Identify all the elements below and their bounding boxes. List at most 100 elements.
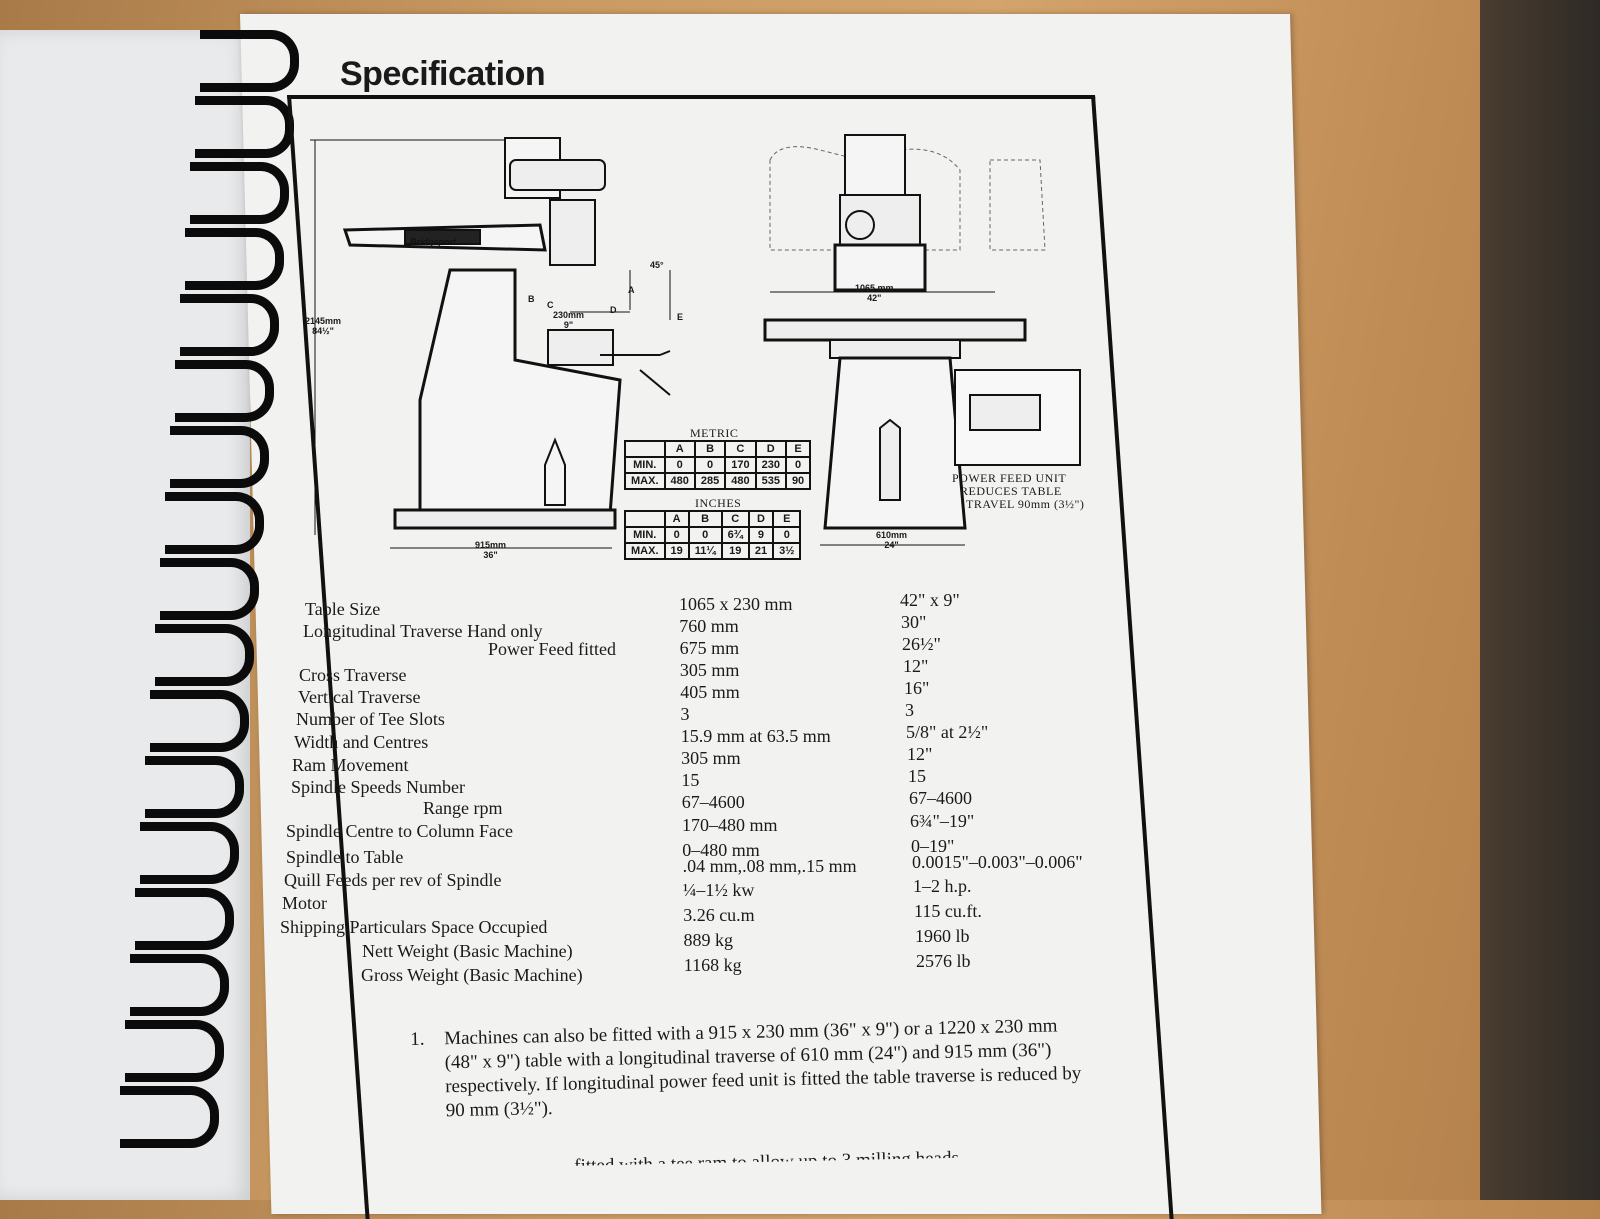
note-line: POWER FEED UNIT: [952, 471, 1067, 485]
binding-ring: [120, 1086, 219, 1148]
table-cell: 0: [784, 456, 812, 474]
table-cell: MIN.: [624, 456, 666, 474]
spec-metric-value: 67–4600: [681, 792, 745, 812]
spec-label: Width and Centres: [294, 731, 429, 752]
dim-letter-b: B: [528, 294, 535, 304]
spec-label: Longitudinal Traverse Hand only: [303, 620, 543, 641]
spec-imperial-value: 12": [903, 656, 929, 676]
table-cell: 19: [720, 542, 750, 560]
spec-metric-value: 15: [681, 770, 700, 790]
spec-metric-value: 760 mm: [679, 616, 739, 636]
spec-metric-value: 405 mm: [680, 682, 740, 702]
spec-label: Number of Tee Slots: [296, 709, 445, 729]
table-length-in-label: 42": [867, 293, 882, 303]
spec-imperial-value: 16": [904, 678, 930, 698]
spec-metric-value: 889 kg: [683, 930, 734, 950]
spec-metric-value: 1065 x 230 mm: [679, 594, 793, 614]
spec-imperial-value: 42" x 9": [900, 590, 960, 610]
table-cell: A: [663, 510, 690, 528]
table-cell: E: [784, 440, 812, 458]
front-view-drawing: [763, 134, 1081, 546]
table-cell: MIN.: [624, 526, 666, 544]
base-length-dimension: 915mm 36": [475, 540, 506, 560]
spec-label: Power Feed fitted: [488, 638, 616, 659]
table-cell: 0: [693, 456, 727, 474]
binding-ring: [160, 558, 259, 620]
spec-imperial-value: 6¾"–19": [910, 811, 975, 831]
spiral-binding: [60, 30, 299, 1200]
spec-metric-value: ¼–1½ kw: [682, 880, 755, 900]
spec-label: Gross Weight (Basic Machine): [361, 964, 583, 985]
angle-label: 45°: [650, 260, 664, 270]
spec-imperial-value: 1–2 h.p.: [913, 876, 972, 896]
spec-label: Range rpm: [423, 798, 503, 819]
binding-ring: [195, 96, 294, 158]
table-cell: A: [663, 440, 696, 458]
binding-ring: [180, 294, 279, 356]
table-cell: 480: [724, 472, 757, 490]
metric-table-caption: METRIC: [690, 426, 739, 440]
table-cell: D: [747, 510, 775, 528]
spec-imperial-value: 26½": [902, 634, 941, 654]
spec-metric-value: 305 mm: [679, 660, 740, 680]
spec-label: Table Size: [305, 599, 381, 619]
background-edge: [1480, 0, 1600, 1200]
table-cell: 230: [754, 456, 787, 474]
base-length-in-label: 36": [483, 550, 498, 560]
spec-label: Spindle Centre to Column Face: [286, 821, 513, 841]
spec-label: Vertical Traverse: [298, 687, 421, 708]
note-line: TRAVEL 90mm (3½"): [966, 497, 1085, 511]
ram-offset-mm-label: 230mm: [553, 310, 585, 320]
spec-imperial-value: 5/8" at 2½": [906, 722, 989, 742]
table-cell: 0: [663, 526, 690, 544]
binding-ring: [170, 426, 269, 488]
spec-label: Nett Weight (Basic Machine): [362, 941, 573, 961]
table-cell: E: [772, 510, 802, 528]
spec-metric-value: 305 mm: [681, 748, 741, 768]
table-row: MIN. 0 0 170 230 0: [624, 456, 812, 474]
machine-drawing: [310, 134, 1081, 549]
table-cell: 6¾: [720, 526, 750, 544]
spec-imperial-value: 12": [907, 744, 933, 764]
base-width-mm-label: 610mm: [876, 530, 908, 540]
dim-letter-e: E: [677, 312, 684, 322]
height-in-label: 84½": [312, 326, 334, 336]
spec-imperial-value: 0–19": [911, 836, 955, 856]
table-cell: 19: [663, 542, 690, 560]
binding-ring: [125, 1020, 224, 1082]
binding-ring: [165, 492, 264, 554]
height-dimension: 2145mm 84½": [305, 316, 341, 336]
spec-label: Ram Movement: [292, 754, 409, 775]
table-cell: 3½: [772, 542, 802, 560]
spec-imperial-value: 1960 lb: [915, 926, 970, 946]
base-length-mm-label: 915mm: [475, 540, 507, 550]
binding-ring: [145, 756, 244, 818]
table-cell: 0: [663, 456, 696, 474]
spec-metric-value: 15.9 mm at 63.5 mm: [680, 726, 831, 746]
spec-label: Motor: [282, 893, 327, 914]
table-cell: 0: [772, 526, 802, 544]
table-row: MAX. 480 285 480 535 90: [624, 472, 812, 490]
footnote-text: Machines can also be fitted with a 915 x…: [444, 1015, 1082, 1122]
table-header-row: A B C D E: [624, 440, 812, 458]
footnote: 1. Machines can also be fitted with a 91…: [410, 1014, 1086, 1124]
spec-metric-value: 3.26 cu.m: [683, 905, 755, 925]
binding-ring: [135, 888, 234, 950]
inches-table-caption: INCHES: [695, 496, 742, 510]
spec-imperial-value: 67–4600: [909, 788, 972, 808]
base-width-dimension: 610mm 24": [876, 530, 907, 550]
table-cell: MAX.: [624, 472, 666, 490]
binding-ring: [185, 228, 284, 290]
spec-imperial-value: 0.0015"–0.003"–0.006": [912, 852, 1083, 872]
note-line: REDUCES TABLE: [960, 484, 1062, 498]
table-length-dimension: 1065 mm 42": [855, 283, 894, 303]
table-cell: C: [720, 510, 750, 528]
table-cell: 170: [724, 456, 757, 474]
table-cell: B: [687, 510, 723, 528]
table-cell: [624, 440, 666, 458]
table-length-mm-label: 1065 mm: [855, 283, 894, 293]
spec-imperial-value: 115 cu.ft.: [914, 901, 982, 921]
binding-ring: [175, 360, 274, 422]
spec-metric-value: 170–480 mm: [682, 815, 778, 835]
dim-letter-d: D: [610, 305, 617, 315]
